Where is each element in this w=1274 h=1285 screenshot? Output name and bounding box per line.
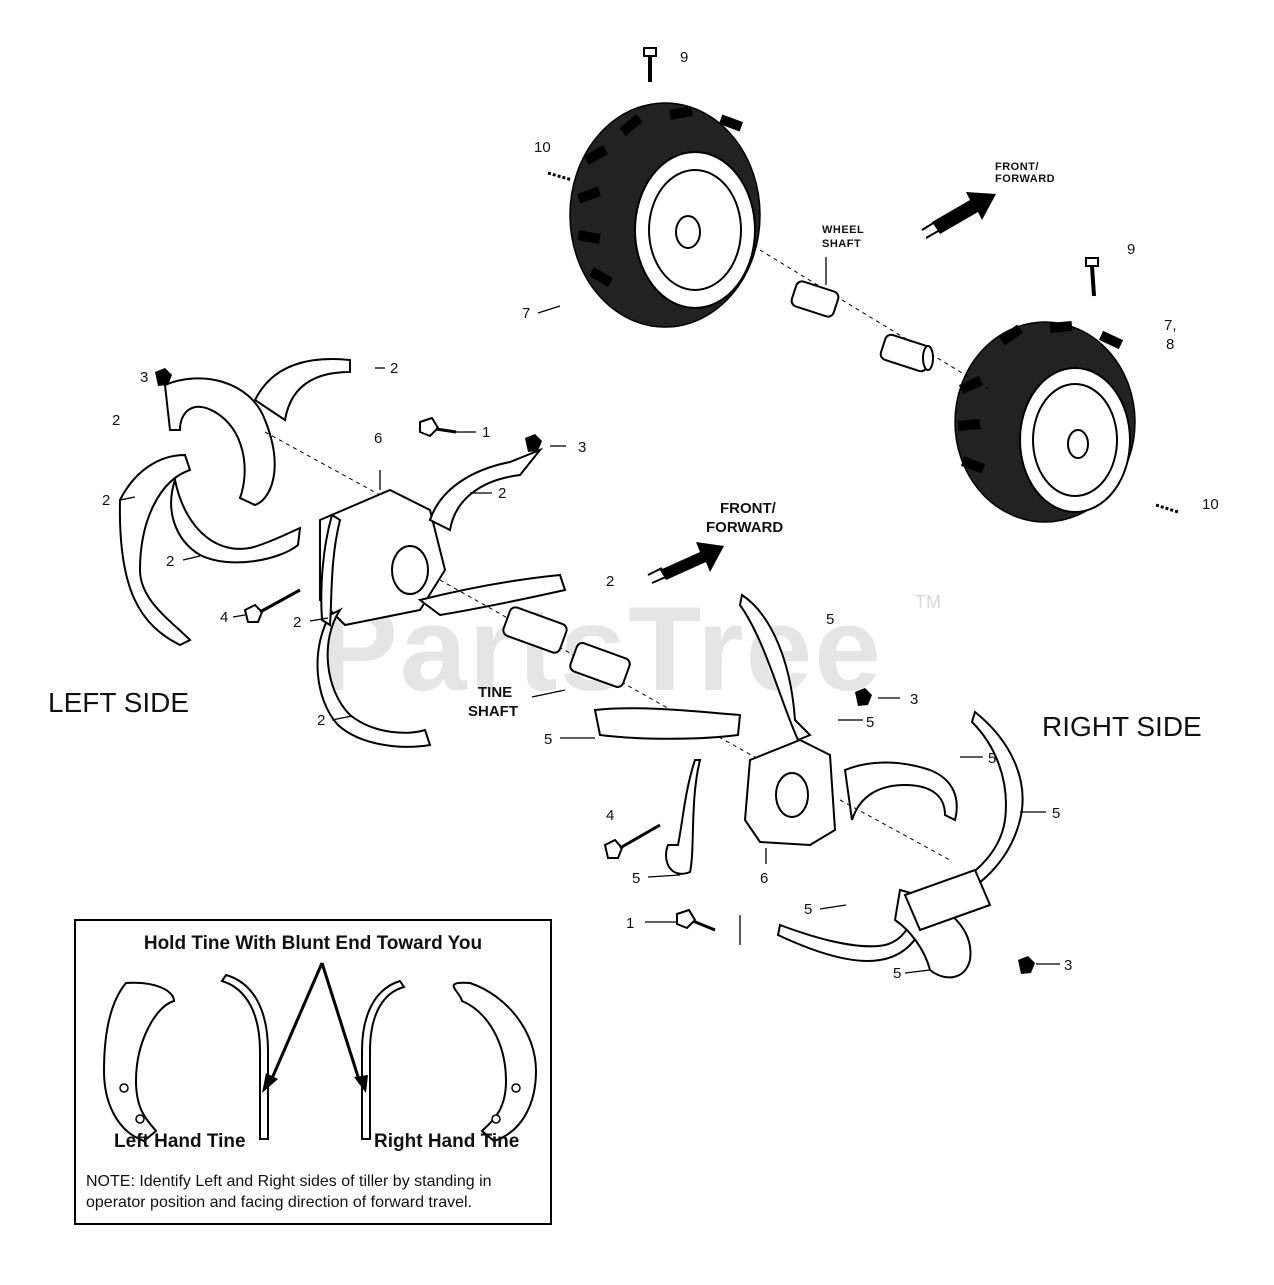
- bolt-9-top: [643, 47, 657, 82]
- watermark-trademark: TM: [915, 592, 941, 612]
- left-hand-tine-label: Left Hand Tine: [114, 1131, 246, 1152]
- front-forward-mid-line2: FORWARD: [706, 519, 783, 536]
- callout-6-left: 6: [374, 430, 382, 447]
- callout-9-right: 9: [1127, 241, 1135, 258]
- callout-3-right: 3: [910, 691, 918, 708]
- front-forward-top-line1: FRONT/: [995, 161, 1039, 173]
- callout-1-left: 1: [482, 424, 490, 441]
- callout-5-right-upper: 5: [988, 750, 996, 767]
- wheel-shaft: [759, 249, 991, 391]
- left-nut-3-right: [525, 434, 542, 452]
- right-nut-3-upper: [855, 688, 872, 706]
- tine-shaft-label-line2: SHAFT: [468, 703, 518, 720]
- right-hand-tine-label: Right Hand Tine: [374, 1131, 520, 1152]
- tine-shaft-label-line1: TINE: [478, 684, 512, 701]
- wheel-shaft-label-line2: SHAFT: [822, 238, 861, 250]
- left-hand-tine-side-view: [220, 973, 269, 1140]
- callout-5-lower: 5: [804, 901, 812, 918]
- callouts: 9 10 7 9 7, 8 10 3 2 2 1 6 3 2 2 2 4 2 2…: [102, 49, 1219, 982]
- callout-7: 7: [522, 305, 530, 322]
- legend-title: Hold Tine With Blunt End Toward You: [143, 933, 483, 954]
- blunt-end-arrows: [262, 962, 368, 1093]
- callout-2-mid-left: 2: [166, 553, 174, 570]
- callout-2-top: 2: [390, 360, 398, 377]
- pin-10-right: [1155, 503, 1179, 514]
- right-bolt-1: [676, 908, 716, 932]
- callout-3-bottom: 3: [1064, 957, 1072, 974]
- callout-5-bottom: 5: [893, 965, 901, 982]
- callout-2-upper-right: 2: [498, 485, 506, 502]
- callout-9-top: 9: [680, 49, 688, 66]
- callout-2-far-left: 2: [102, 492, 110, 509]
- bolt-9-right: [1085, 257, 1099, 297]
- callout-3-left-upper: 3: [140, 369, 148, 386]
- callout-2-left: 2: [112, 412, 120, 429]
- pin-10-top: [547, 171, 573, 182]
- callout-2-lower: 2: [293, 614, 301, 631]
- callout-8: 8: [1166, 336, 1174, 353]
- left-tine-bolt-4: [243, 588, 301, 623]
- callout-5-lower-left: 5: [632, 870, 640, 887]
- forward-arrow-top: [921, 192, 996, 239]
- legend-note: NOTE: Identify Left and Right sides of t…: [86, 1173, 492, 1211]
- left-hand-tine-front-view: [102, 981, 176, 1143]
- callout-3-left: 3: [578, 439, 586, 456]
- wheel-left: [569, 102, 761, 328]
- right-nut-3-lower: [1018, 956, 1035, 974]
- callout-2-center: 2: [606, 573, 614, 590]
- callout-10-right: 10: [1202, 496, 1219, 513]
- front-forward-mid-line1: FRONT/: [720, 500, 777, 517]
- callout-6-right: 6: [760, 870, 768, 887]
- legend-tine-illustrations: [102, 962, 538, 1143]
- callout-2-bottom: 2: [317, 712, 325, 729]
- right-tine-bolt-4: [603, 823, 661, 859]
- wheel-shaft-label-line1: WHEEL: [822, 224, 864, 236]
- right-side-label: RIGHT SIDE: [1042, 711, 1202, 742]
- left-bolt-1: [419, 416, 457, 438]
- leader-lines: [119, 257, 1060, 974]
- left-nut-3-upper: [155, 368, 172, 386]
- right-tine-assembly: [593, 593, 1035, 979]
- right-hand-tine-side-view: [361, 979, 406, 1140]
- left-side-label: LEFT SIDE: [48, 687, 189, 718]
- callout-5-top: 5: [826, 611, 834, 628]
- left-tine-assembly: [118, 358, 567, 748]
- callout-4-left: 4: [220, 609, 228, 626]
- callout-4-right: 4: [606, 807, 614, 824]
- right-hand-tine-front-view: [452, 981, 538, 1143]
- callout-10-top: 10: [534, 139, 551, 156]
- tine-orientation-legend: Hold Tine With Blunt End Toward You Left…: [74, 919, 552, 1225]
- front-forward-top-line2: FORWARD: [995, 173, 1055, 185]
- callout-5-left: 5: [544, 731, 552, 748]
- wheel-right: [954, 321, 1136, 523]
- callout-7-comma: 7,: [1164, 317, 1177, 334]
- callout-5-right: 5: [1052, 805, 1060, 822]
- callout-1-right: 1: [626, 915, 634, 932]
- callout-5-plate: 5: [866, 714, 874, 731]
- forward-arrow-mid: [647, 542, 724, 584]
